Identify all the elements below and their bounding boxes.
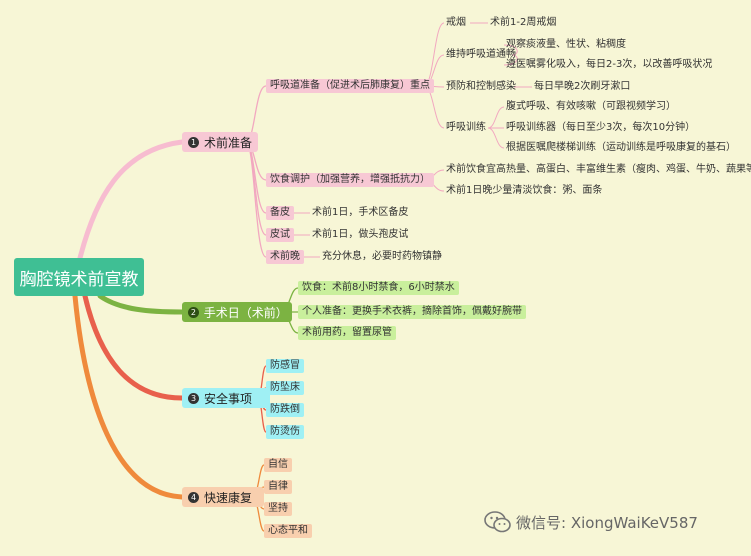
node-diet-light-meal[interactable]: 术前1日晚少量清淡饮食：粥、面条 <box>446 185 603 196</box>
node-abdominal-breathing[interactable]: 腹式呼吸、有效咳嗽（可跟视频学习） <box>506 101 676 112</box>
node-sputum-observe[interactable]: 观察痰液量、性状、粘稠度 <box>506 39 626 50</box>
branch-label: 术前准备 <box>204 135 253 150</box>
node-nebulization[interactable]: 遵医嘱雾化吸入，每日2-3次，以改善呼吸状况 <box>506 59 713 70</box>
node-breathing-training[interactable]: 呼吸训练 <box>446 122 486 133</box>
node-prevent-fall[interactable]: 防跌倒 <box>266 403 304 417</box>
connector-root-b1 <box>77 139 185 261</box>
branch-number: 2 <box>188 306 199 318</box>
branch-preop-prep[interactable]: 1 术前准备 <box>182 132 258 152</box>
connector-root-b2 <box>97 293 185 315</box>
node-infection-control[interactable]: 预防和控制感染 <box>446 81 516 92</box>
node-confidence[interactable]: 自信 <box>264 458 292 472</box>
node-night-before-detail[interactable]: 充分休息，必要时药物镇静 <box>322 251 442 262</box>
node-premedication[interactable]: 术前用药，留置尿管 <box>298 326 396 340</box>
node-diet-care[interactable]: 饮食调护（加强营养，增强抵抗力） <box>266 173 434 187</box>
node-skin-test-detail[interactable]: 术前1日，做头孢皮试 <box>312 229 409 240</box>
node-prevent-cold[interactable]: 防感冒 <box>266 359 304 373</box>
node-skin-test[interactable]: 皮试 <box>266 228 294 242</box>
branch-fast-recovery[interactable]: 4 快速康复 <box>182 487 264 507</box>
node-skin-prep[interactable]: 备皮 <box>266 206 294 220</box>
node-prevent-scald[interactable]: 防烫伤 <box>266 425 304 439</box>
connector-root-b3 <box>82 293 185 401</box>
watermark: 微信号: XiongWaiKeV587 <box>484 509 698 535</box>
root-node[interactable]: 胸腔镜术前宣教 <box>14 258 144 296</box>
node-airway-prep[interactable]: 呼吸道准备（促进术后肺康复）重点 <box>266 79 434 93</box>
node-quit-smoking-detail[interactable]: 术前1-2周戒烟 <box>490 17 557 28</box>
wechat-icon <box>484 511 511 533</box>
branch-number: 3 <box>188 392 199 404</box>
watermark-text: 微信号: XiongWaiKeV587 <box>516 513 698 532</box>
branch-label: 手术日（术前） <box>203 305 288 320</box>
branch-number: 4 <box>188 491 199 503</box>
node-calm-mind[interactable]: 心态平和 <box>264 524 312 538</box>
node-prevent-bed-fall[interactable]: 防坠床 <box>266 381 304 395</box>
node-airway-patency[interactable]: 维持呼吸道通畅 <box>446 49 516 60</box>
node-personal-prep[interactable]: 个人准备：更换手术衣裤，摘除首饰，佩戴好腕带 <box>298 305 526 319</box>
branch-number: 1 <box>188 136 199 148</box>
node-self-discipline[interactable]: 自律 <box>264 480 292 494</box>
node-persistence[interactable]: 坚持 <box>264 502 292 516</box>
node-skin-prep-detail[interactable]: 术前1日，手术区备皮 <box>312 207 409 218</box>
node-night-before[interactable]: 术前晚 <box>266 250 304 264</box>
node-diet-high-nutrition[interactable]: 术前饮食宜高热量、高蛋白、丰富维生素（瘦肉、鸡蛋、牛奶、蔬果等） <box>446 164 751 175</box>
node-brush-teeth[interactable]: 每日早晚2次刷牙漱口 <box>534 81 631 92</box>
node-stair-training[interactable]: 根据医嘱爬楼梯训练（运动训练是呼吸康复的基石） <box>506 142 736 153</box>
branch-label: 快速康复 <box>204 490 253 505</box>
node-breathing-trainer[interactable]: 呼吸训练器（每日至少3次，每次10分钟） <box>506 122 696 133</box>
node-fasting[interactable]: 饮食：术前8小时禁食，6小时禁水 <box>298 281 459 295</box>
branch-label: 安全事项 <box>204 391 253 406</box>
branch-safety[interactable]: 3 安全事项 <box>182 388 270 408</box>
node-quit-smoking[interactable]: 戒烟 <box>446 17 466 28</box>
branch-surgery-day[interactable]: 2 手术日（术前） <box>182 302 292 322</box>
connector-root-b4 <box>72 293 185 500</box>
